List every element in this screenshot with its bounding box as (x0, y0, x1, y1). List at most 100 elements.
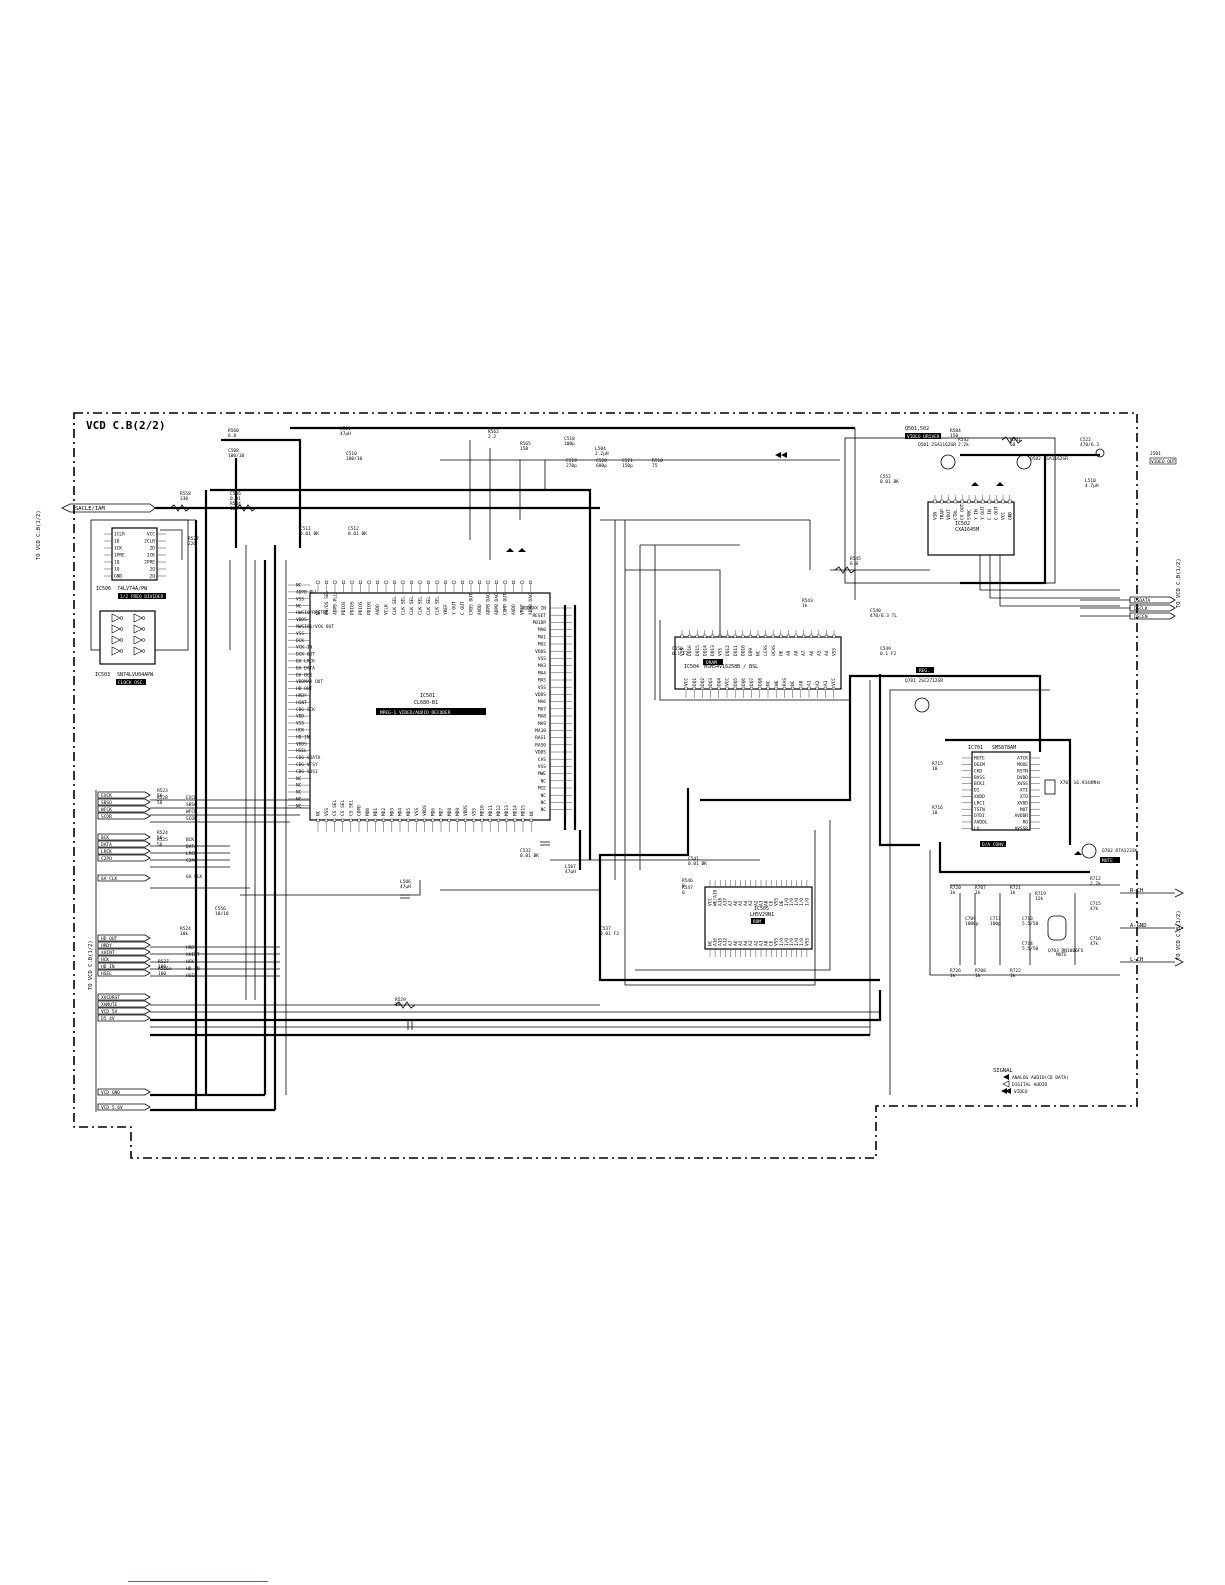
component-value: 47μH (400, 884, 411, 890)
signal-label-mid: BCK (186, 837, 194, 843)
pin-label: RAS (782, 678, 788, 686)
pin-label: LO (974, 826, 980, 832)
pin-label: CE (769, 940, 775, 946)
pin-label: TSTN (974, 807, 985, 813)
pin-label: A4 (824, 650, 830, 656)
pin-pad (791, 686, 795, 690)
pin-label: CTRL (953, 509, 959, 520)
pin-label: UCAS (771, 645, 777, 656)
signal-connector (1129, 596, 1176, 604)
pin-label: NC (296, 603, 302, 609)
pin-label: A6 (733, 940, 739, 946)
svg-text:Q703 RN1006FS: Q703 RN1006FS (1048, 948, 1084, 954)
component-value: 0.1 F2 (672, 651, 689, 657)
component-value: 100p (990, 921, 1001, 927)
pin-label: DCK (296, 638, 304, 644)
pin-label: MD5 (406, 808, 412, 816)
to-vcd-cb-left-top: TO VCD C.B(1/2) (36, 510, 42, 560)
pin-label: CLK SEL (401, 596, 407, 615)
pin-pad (953, 499, 958, 504)
svg-text:MSM54V16258B / BSL: MSM54V16258B / BSL (704, 664, 758, 670)
pin-pad (398, 818, 402, 822)
pin-label: VCC (707, 898, 713, 906)
pin-label: MD8 (447, 808, 453, 816)
component-value: 100 (158, 971, 166, 977)
pin-label: DI (974, 788, 980, 794)
pin-label: COMP OUT (503, 593, 509, 615)
wiring (150, 426, 1120, 1112)
to-vcd-cb-left-bottom: TO VCD C.B(1/2) (88, 940, 94, 990)
component-value: 100/10 (346, 456, 363, 462)
svg-text:R-CH: R-CH (1130, 888, 1143, 894)
component-ref: C546 (230, 491, 241, 497)
pin-label: RSTN (1017, 768, 1028, 774)
pin-label: 1Q (114, 567, 120, 573)
component-labels: R5606.8C508100/10L50147μHC510100/10R5622… (157, 426, 1101, 1008)
to-vcd-cb-right-top: TO VCD C.B(1/2) (1176, 558, 1182, 608)
pin-label: VSS (832, 648, 838, 656)
component-ref: C556 (215, 906, 226, 912)
pin-pad (725, 686, 729, 690)
pin-label: NC (529, 810, 535, 816)
pin-label: MUTE (974, 756, 985, 762)
pin-pad (513, 818, 517, 822)
svg-text:VIDEO DRIVER: VIDEO DRIVER (907, 434, 940, 440)
signal-legend: SIGNAL ANALOG AUDIO(CD DATA) DIGITAL AUD… (993, 1068, 1069, 1095)
svg-text:MUTE: MUTE (1056, 952, 1067, 958)
signal-label: HSEL (101, 971, 112, 977)
component-value: 0.01 BK (348, 531, 367, 537)
pin-pad (717, 686, 721, 690)
pin-label: I/O (799, 938, 805, 946)
pin-label: MA0 (538, 627, 546, 633)
pin-label: MD13 (504, 805, 510, 816)
pin-label: NC (296, 790, 302, 796)
audio-section: REG. Q701 2SC2712GR Q702 DTA123JK MUTE Q… (905, 667, 1184, 967)
pin-pad (529, 580, 533, 584)
component-ref: L510 (1085, 478, 1096, 484)
pin-label: A4 (743, 900, 749, 906)
pin-label: CLK SEL (418, 596, 424, 615)
pin-label: NC (790, 680, 796, 686)
component-ref: C549 (880, 646, 891, 652)
component-value: 150 (520, 446, 528, 452)
pin-label: C OUT (460, 601, 466, 615)
pin-label: XTO (1020, 794, 1028, 800)
pin-label: A0 (798, 680, 804, 686)
pin-pad (771, 634, 775, 638)
pin-label: HD OUT (296, 686, 313, 692)
pin-label: AVDDL (974, 820, 988, 826)
pin-label: ADPB DAC (494, 593, 500, 615)
svg-text:SN74LVU04APW: SN74LVU04APW (117, 672, 154, 678)
pin-label: NC (316, 609, 322, 615)
pin-label: MUT (1020, 807, 1028, 813)
pin-label: MD7 (439, 808, 445, 816)
pin-pad (410, 580, 414, 584)
component-ref: C508 (228, 448, 239, 454)
pin-label: XVSS (1017, 781, 1028, 787)
pin-label: NC (756, 650, 762, 656)
pin-pad (794, 634, 798, 638)
pin-pad (461, 580, 465, 584)
inverter-gate (133, 613, 143, 623)
pin-label: I/O (779, 938, 785, 946)
component-ref: R523 (157, 788, 168, 794)
component-ref: L506 (400, 879, 411, 885)
pin-label: CLK SEL (392, 596, 398, 615)
component-ref: R526a (158, 966, 172, 972)
svg-text:ROM: ROM (753, 919, 761, 925)
component-ref: C522 (1080, 437, 1091, 443)
component-value: 0.01 BK (880, 479, 899, 485)
signal-label: LRCK (101, 849, 112, 855)
pin-pad (779, 634, 783, 638)
pin-label: 1CK (114, 546, 122, 552)
pin-label: ADPB PLL (296, 590, 318, 596)
signal-label: DSCEN (1134, 614, 1148, 620)
pin-label: NC (541, 793, 547, 799)
pin-label: A1 (758, 900, 764, 906)
pin-label: DQ6 (741, 678, 747, 686)
pin-pad (832, 686, 836, 690)
pin-label: 2Q (150, 567, 156, 573)
inverter-gate (133, 635, 143, 645)
pin-label: VSS (296, 596, 304, 602)
